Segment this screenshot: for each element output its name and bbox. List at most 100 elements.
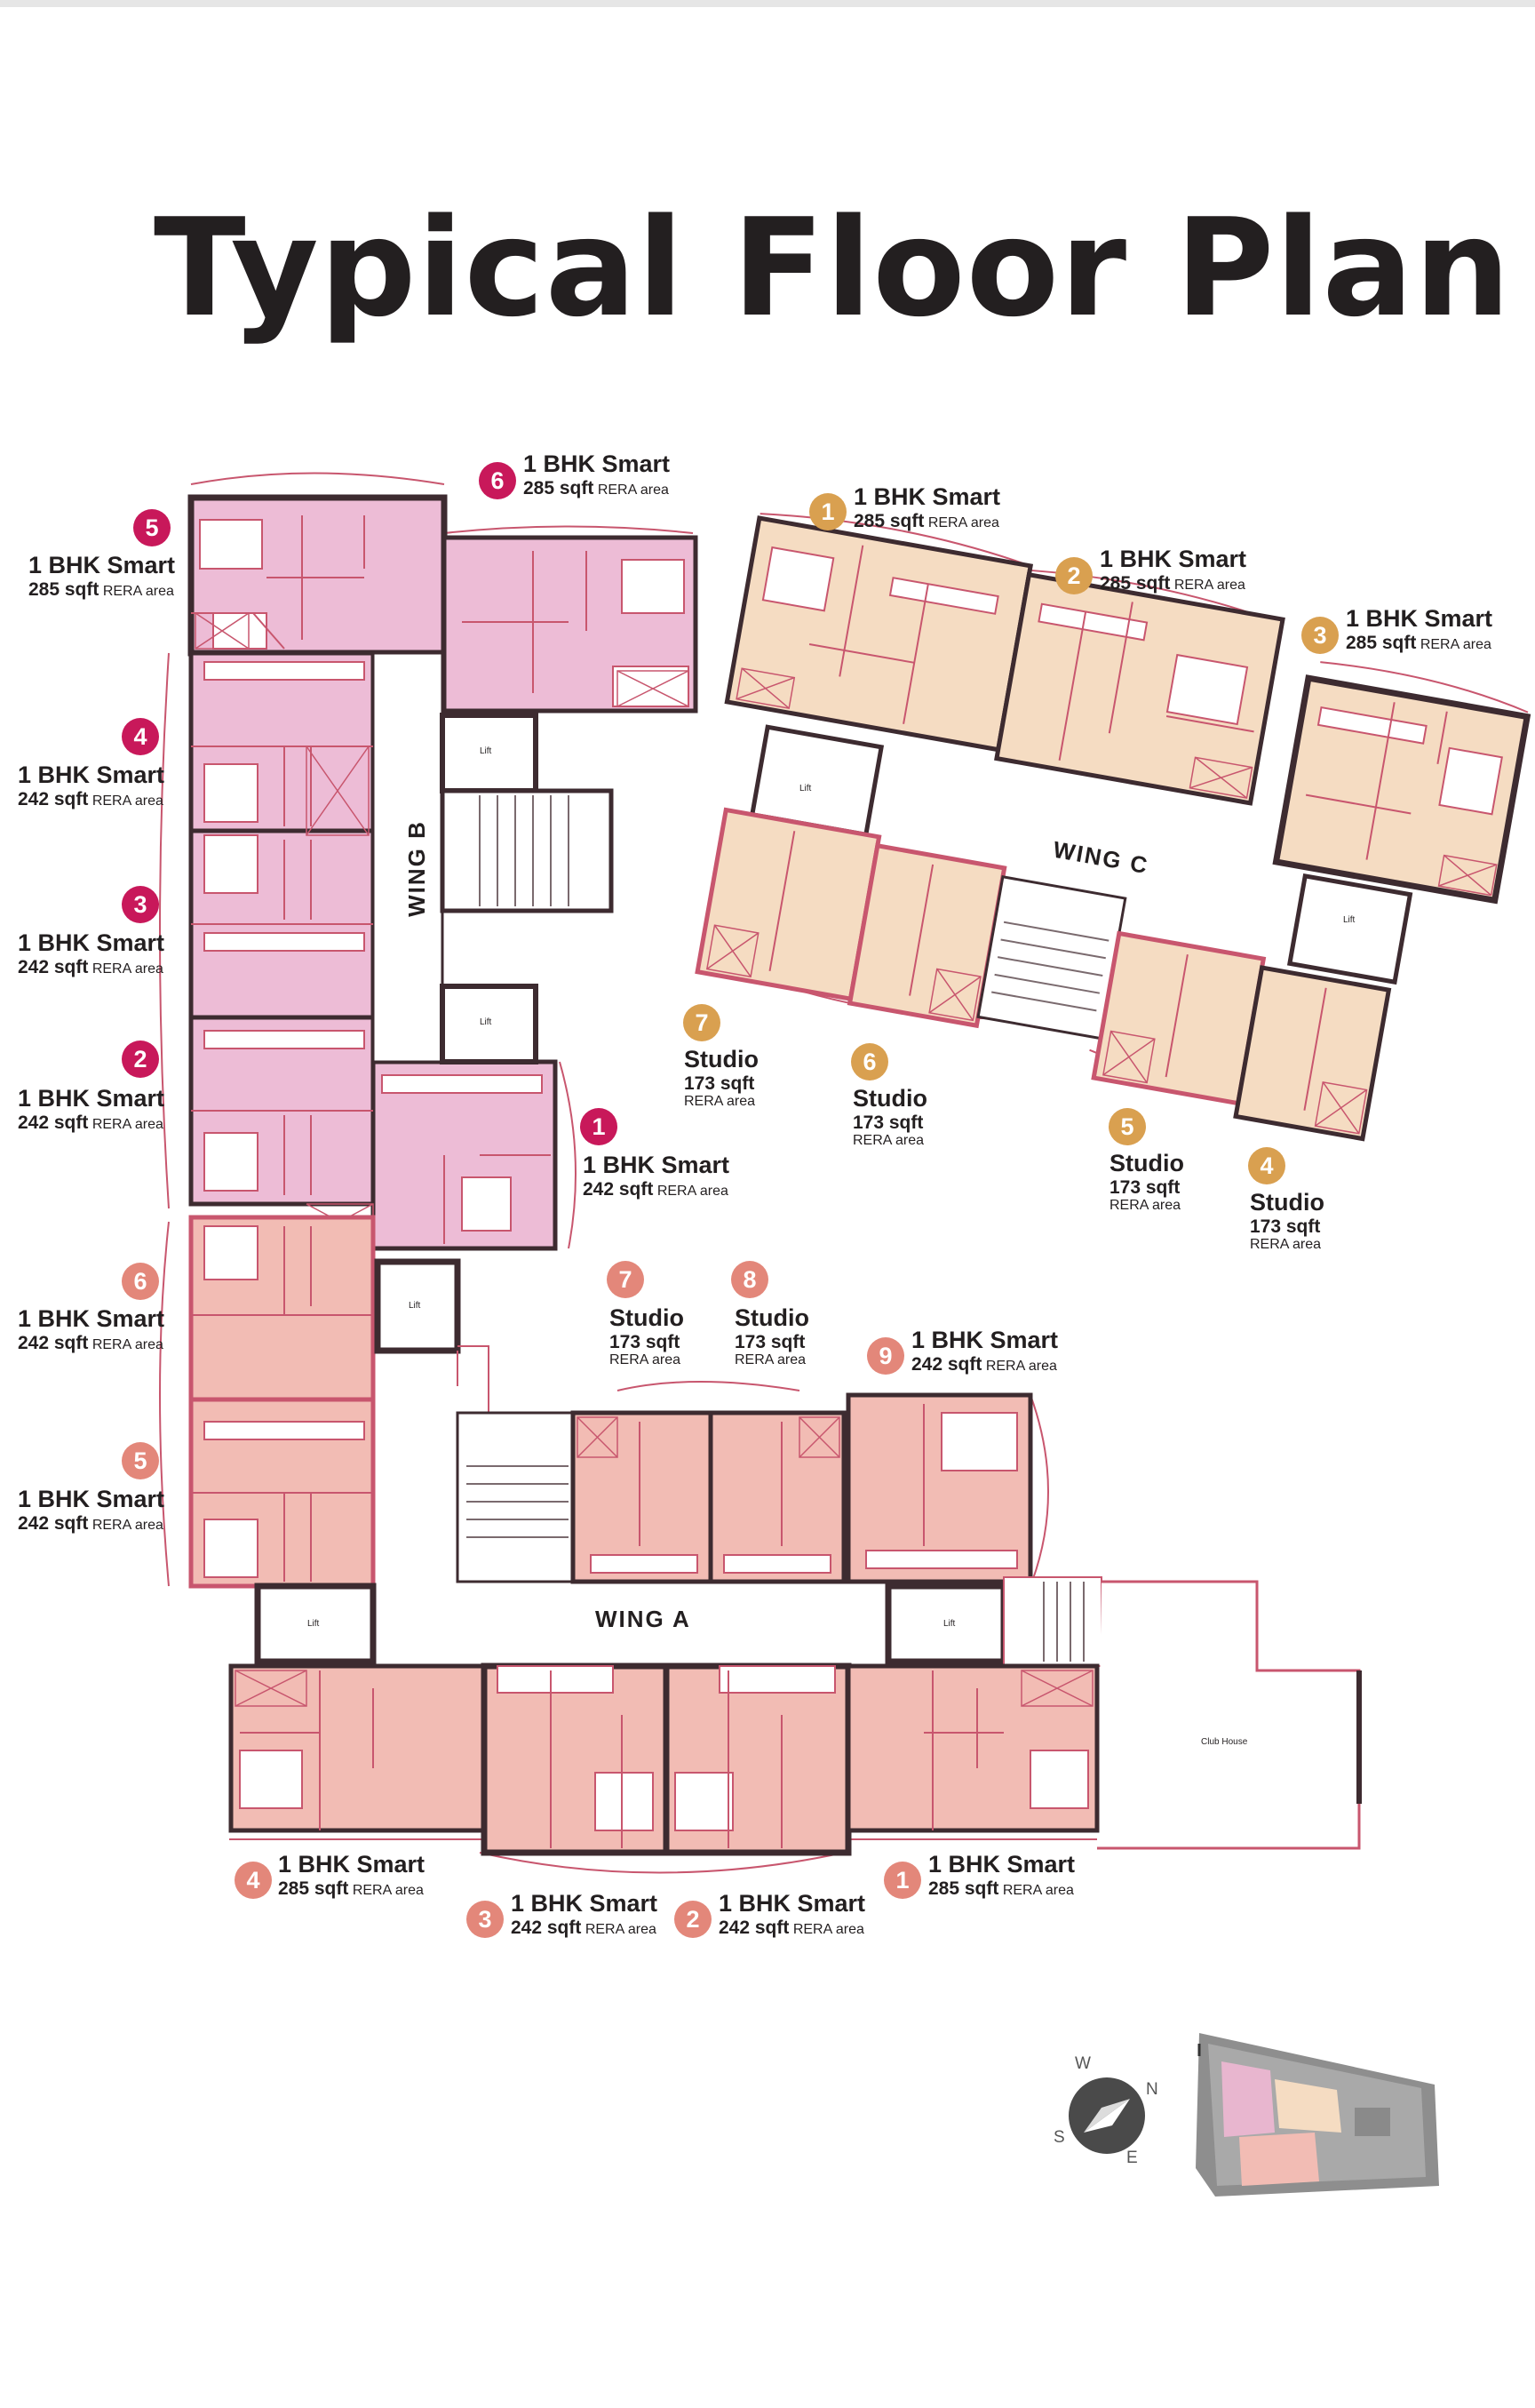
unit-area: 285 sqft <box>1346 632 1417 653</box>
unit-name: 1 BHK Smart <box>928 1851 1076 1878</box>
unit-area: 242 sqft <box>911 1353 982 1375</box>
unit-area: 242 sqft <box>719 1917 790 1938</box>
unit-label-c4: Studio 173 sqft RERA area <box>1250 1189 1324 1252</box>
rera-text: RERA area <box>91 961 163 977</box>
unit-badge: 6 <box>479 462 516 499</box>
wing-a-block <box>159 1215 1362 1874</box>
unit-area: 285 sqft <box>854 510 925 531</box>
compass-e: E <box>1126 2149 1138 2167</box>
unit-name: Studio <box>853 1085 927 1112</box>
unit-badge: 6 <box>122 1263 159 1300</box>
lift-label: Lift <box>943 1619 956 1629</box>
unit-label-a7: Studio 173 sqft RERA area <box>609 1304 684 1367</box>
lift-label: Lift <box>480 746 492 756</box>
compass-w: W <box>1075 2054 1091 2073</box>
unit-label-c5: Studio 173 sqft RERA area <box>1109 1150 1184 1213</box>
lift-label: Lift <box>307 1619 320 1629</box>
page-title: Typical Floor Plan <box>154 189 1512 347</box>
unit-label-c3: 1 BHK Smart 285 sqft RERA area <box>1346 605 1493 653</box>
unit-name: Studio <box>1250 1189 1324 1216</box>
unit-label-a9: 1 BHK Smart 242 sqft RERA area <box>911 1327 1059 1375</box>
unit-name: Studio <box>609 1304 684 1331</box>
unit-area: 173 sqft <box>735 1331 806 1352</box>
rera-text: RERA area <box>792 1921 864 1937</box>
unit-area: 242 sqft <box>18 1512 89 1534</box>
unit-area: 285 sqft <box>1100 572 1171 594</box>
lift-label: Lift <box>799 784 812 793</box>
unit-label-a3: 1 BHK Smart 242 sqft RERA area <box>511 1890 657 1938</box>
unit-badge: 6 <box>851 1043 888 1080</box>
rera-text: RERA area <box>1420 636 1491 652</box>
club-house-label: Club House <box>1201 1737 1248 1747</box>
unit-name: 1 BHK Smart <box>854 483 1001 510</box>
unit-label-b5: 1 BHK Smart 285 sqft RERA area <box>28 552 175 600</box>
unit-name: 1 BHK Smart <box>523 451 671 477</box>
unit-badge: 7 <box>607 1261 644 1298</box>
wing-c-block <box>695 513 1531 1142</box>
unit-badge: 5 <box>122 1442 159 1479</box>
unit-badge: 3 <box>466 1901 504 1938</box>
lift-label: Lift <box>1343 915 1356 925</box>
unit-badge: 9 <box>867 1337 904 1375</box>
unit-label-c6: Studio 173 sqft RERA area <box>853 1085 927 1148</box>
unit-name: 1 BHK Smart <box>911 1327 1059 1353</box>
unit-name: Studio <box>735 1304 809 1331</box>
unit-name: 1 BHK Smart <box>18 1305 165 1332</box>
rera-text: RERA area <box>1109 1197 1181 1213</box>
compass-icon <box>1069 2077 1145 2154</box>
unit-label-a8: Studio 173 sqft RERA area <box>735 1304 809 1367</box>
rera-text: RERA area <box>1002 1882 1074 1898</box>
unit-area: 285 sqft <box>523 477 594 498</box>
unit-label-c7: Studio 173 sqft RERA area <box>684 1046 759 1109</box>
unit-name: 1 BHK Smart <box>278 1851 426 1878</box>
rera-text: RERA area <box>853 1132 925 1148</box>
unit-badge: 1 <box>809 493 847 530</box>
rera-text: RERA area <box>91 1517 163 1533</box>
rera-text: RERA area <box>91 793 163 809</box>
unit-badge: 7 <box>683 1004 720 1041</box>
rera-text: RERA area <box>985 1358 1057 1374</box>
unit-name: 1 BHK Smart <box>18 1486 165 1512</box>
unit-name: 1 BHK Smart <box>18 761 165 788</box>
unit-area: 285 sqft <box>28 578 99 600</box>
rera-text: RERA area <box>609 1352 681 1367</box>
unit-area: 173 sqft <box>684 1072 755 1094</box>
unit-badge: 4 <box>122 718 159 755</box>
lift-label: Lift <box>409 1301 421 1311</box>
rera-text: RERA area <box>597 482 669 498</box>
unit-label-a2: 1 BHK Smart 242 sqft RERA area <box>719 1890 866 1938</box>
rera-text: RERA area <box>735 1352 807 1367</box>
unit-badge: 4 <box>1248 1147 1285 1184</box>
unit-badge: 3 <box>1301 617 1339 654</box>
unit-name: 1 BHK Smart <box>583 1152 730 1178</box>
unit-label-a5: 1 BHK Smart 242 sqft RERA area <box>18 1486 165 1534</box>
unit-badge: 2 <box>1055 557 1093 594</box>
rera-text: RERA area <box>352 1882 424 1898</box>
unit-name: 1 BHK Smart <box>1346 605 1493 632</box>
top-bar <box>0 0 1535 7</box>
unit-area: 242 sqft <box>18 1332 89 1353</box>
rera-text: RERA area <box>684 1093 756 1109</box>
unit-name: 1 BHK Smart <box>18 929 165 956</box>
unit-area: 242 sqft <box>18 1112 89 1133</box>
unit-area: 173 sqft <box>1109 1176 1181 1198</box>
rera-text: RERA area <box>1173 577 1245 593</box>
key-plan-map <box>1196 2033 1439 2197</box>
unit-area: 242 sqft <box>18 956 89 977</box>
compass-n: N <box>1146 2080 1158 2099</box>
unit-label-a1: 1 BHK Smart 285 sqft RERA area <box>928 1851 1076 1899</box>
unit-area: 285 sqft <box>278 1878 349 1899</box>
compass-s: S <box>1054 2128 1065 2147</box>
unit-name: 1 BHK Smart <box>719 1890 866 1917</box>
unit-area: 242 sqft <box>583 1178 654 1200</box>
lift-label: Lift <box>480 1017 492 1027</box>
unit-area: 242 sqft <box>511 1917 582 1938</box>
unit-name: Studio <box>1109 1150 1184 1176</box>
unit-label-c1: 1 BHK Smart 285 sqft RERA area <box>854 483 1001 531</box>
unit-badge: 5 <box>133 509 171 546</box>
unit-badge: 5 <box>1109 1108 1146 1145</box>
unit-badge: 2 <box>122 1041 159 1078</box>
wing-b-block <box>159 472 698 1251</box>
unit-name: Studio <box>684 1046 759 1072</box>
unit-badge: 1 <box>580 1108 617 1145</box>
